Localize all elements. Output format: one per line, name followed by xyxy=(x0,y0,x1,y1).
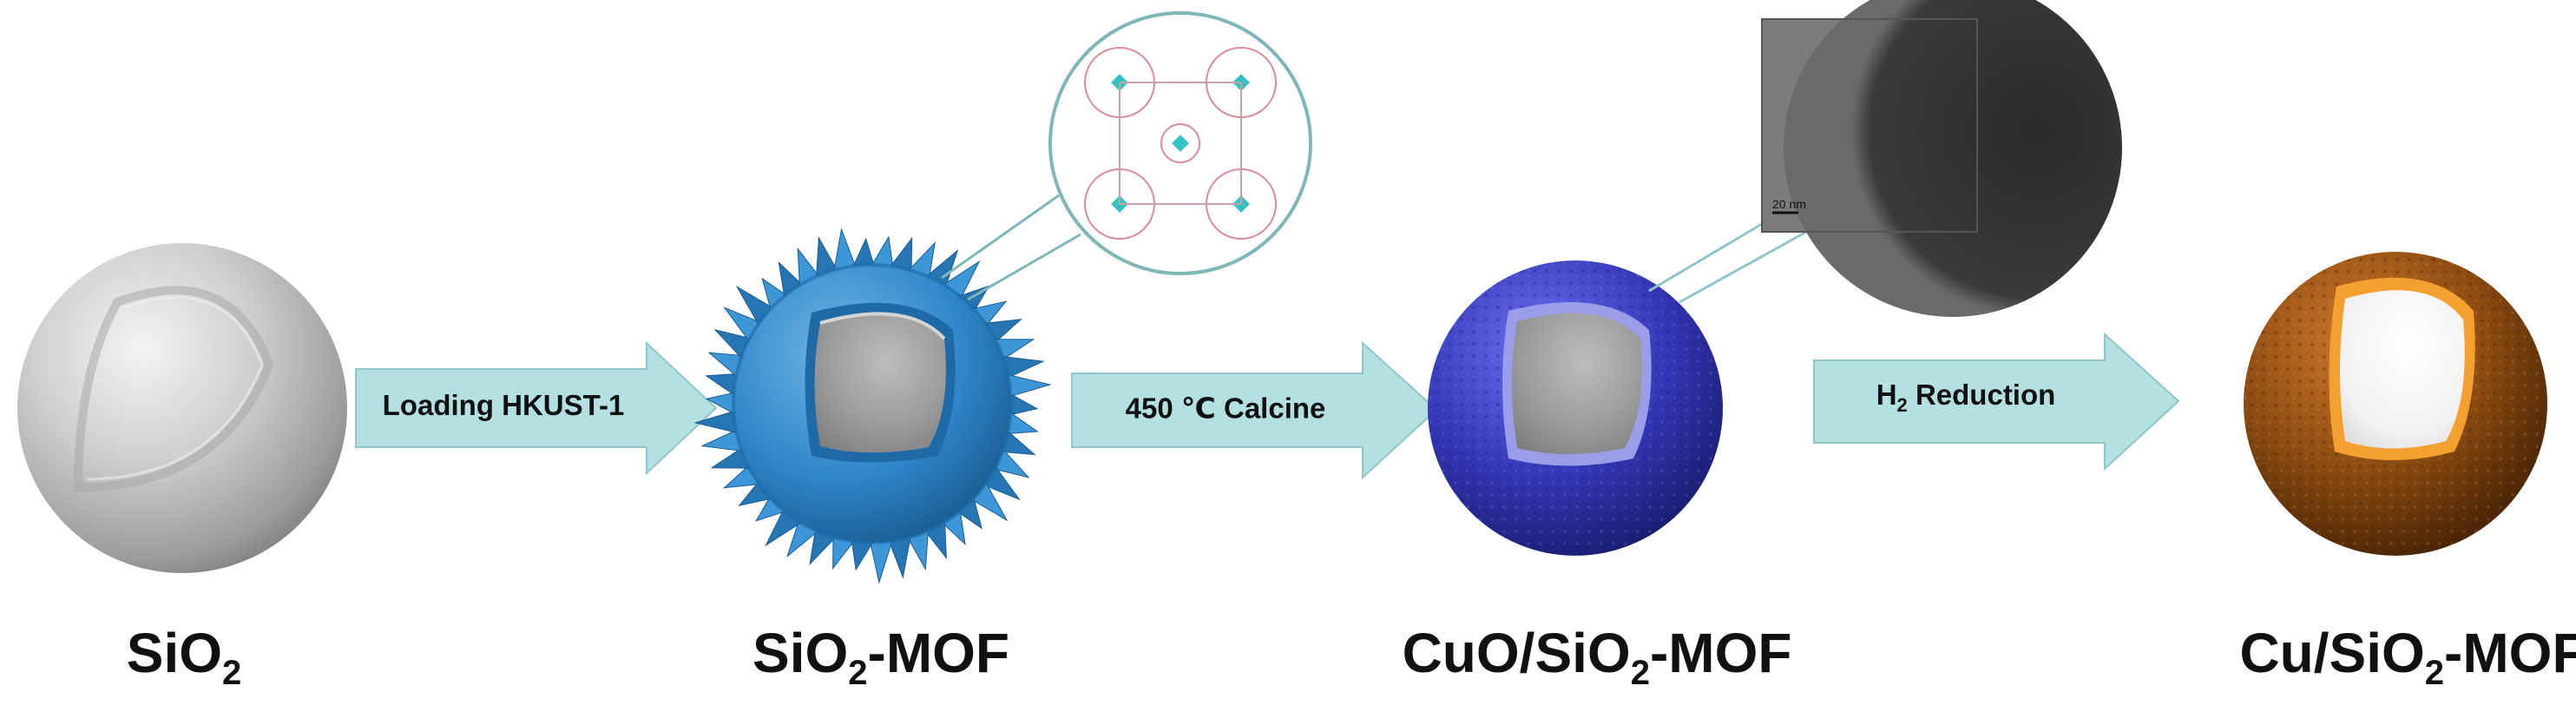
arrow-1-label: Loading HKUST-1 xyxy=(382,389,625,421)
tem-inset: 20 nm xyxy=(1648,0,2122,317)
silica-sphere-icon xyxy=(17,243,347,573)
arrow-1 xyxy=(355,340,718,476)
arrow-3-label: H2 Reduction xyxy=(1876,379,2056,416)
cu-paddlewheel xyxy=(1172,135,1189,152)
mof-lattice-icon xyxy=(1084,47,1277,240)
scale-bar-label: 20 nm xyxy=(1772,197,1806,211)
label-sio2-mof: SiO2-MOF xyxy=(752,622,1009,692)
label-sio2: SiO2 xyxy=(126,622,242,692)
label-cu-sio2-mof: Cu/SiO2-MOF xyxy=(2239,622,2576,692)
arrow-3 xyxy=(1813,332,2180,471)
label-cuo-sio2-mof: CuO/SiO2-MOF xyxy=(1402,622,1792,692)
cu-sphere-icon xyxy=(2244,252,2547,556)
arrow-2 xyxy=(1071,340,1438,480)
mof-coated-sphere-icon xyxy=(693,227,1052,584)
mof-cage xyxy=(1160,123,1200,163)
mof-structure-callout xyxy=(941,11,1312,301)
cuo-sphere-icon xyxy=(1428,260,1723,556)
arrow-2-label: 450 ℃ Calcine xyxy=(1125,392,1326,425)
